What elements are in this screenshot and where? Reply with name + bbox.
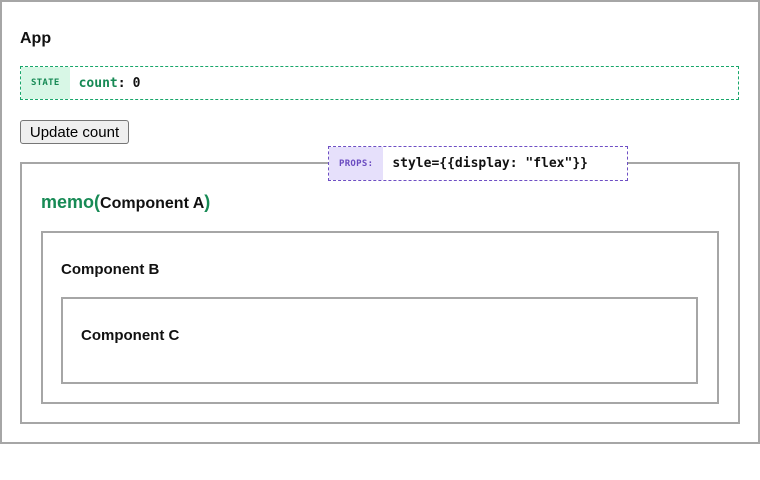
component-b-title: Component B — [61, 261, 160, 278]
state-tag: STATE — [21, 67, 70, 99]
component-c-title: Component C — [81, 327, 180, 344]
props-value: style={{display: "flex"}} — [392, 156, 588, 171]
memo-open-paren: ( — [94, 192, 101, 212]
component-b-box — [41, 231, 719, 404]
memo-close-paren: ) — [204, 192, 211, 212]
component-c-box — [61, 297, 698, 384]
component-a-name: Component A — [100, 195, 205, 212]
state-key: count — [78, 75, 118, 91]
props-tag: PROPS: — [329, 147, 384, 180]
state-value: 0 — [132, 75, 141, 91]
update-count-button[interactable]: Update count — [20, 120, 129, 144]
state-colon: : — [117, 75, 126, 91]
memo-keyword: memo — [41, 192, 95, 212]
state-panel: STATE count:0 — [20, 66, 739, 100]
app-component-box — [0, 0, 760, 444]
app-title: App — [20, 30, 52, 47]
component-a-title: memo(Component A) — [41, 192, 210, 213]
props-panel: PROPS: style={{display: "flex"}} — [328, 146, 628, 181]
